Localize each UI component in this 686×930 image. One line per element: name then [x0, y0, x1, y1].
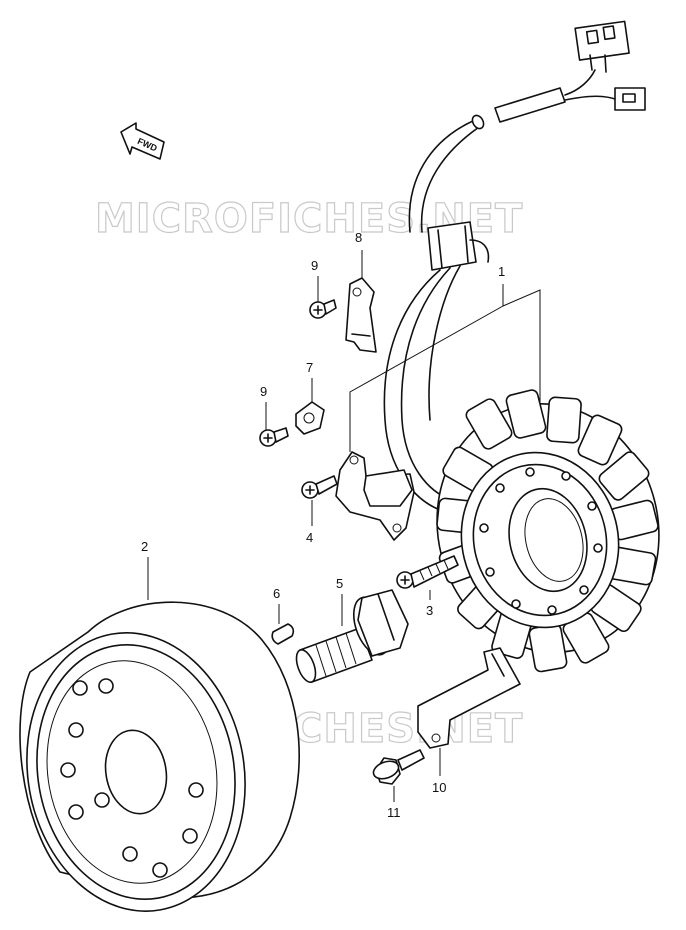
- callout-8: 8: [355, 230, 362, 245]
- callout-7: 7: [306, 360, 313, 375]
- stator-screw-small: [301, 475, 338, 499]
- grommet: [427, 221, 477, 271]
- callout-11: 11: [387, 805, 401, 820]
- screw-upper: [309, 299, 337, 319]
- callout-4: 4: [306, 530, 313, 545]
- flywheel-rotor: [19, 601, 300, 912]
- callout-6: 6: [273, 586, 280, 601]
- leader-lines: [147, 250, 541, 802]
- wire-clamp-plate: [345, 277, 377, 353]
- pickup-bracket: [335, 451, 415, 541]
- woodruff-key: [271, 623, 295, 645]
- forward-arrow-icon: FWD: [120, 122, 165, 160]
- callout-9-lower: 9: [260, 384, 267, 399]
- callout-3: 3: [426, 603, 433, 618]
- rotor-bolt: [295, 589, 409, 684]
- wire-guide-bracket: [417, 647, 521, 749]
- stator-coil: [436, 389, 660, 673]
- connector-plug-large: [574, 20, 630, 61]
- wire-clamp: [295, 401, 325, 435]
- callout-9-upper: 9: [311, 258, 318, 273]
- callout-10: 10: [432, 780, 446, 795]
- callout-1: 1: [498, 264, 505, 279]
- stator-bolt: [396, 555, 459, 589]
- callout-2: 2: [141, 539, 148, 554]
- callout-5: 5: [336, 576, 343, 591]
- screw-lower: [259, 427, 289, 447]
- bracket-bolt: [372, 749, 425, 785]
